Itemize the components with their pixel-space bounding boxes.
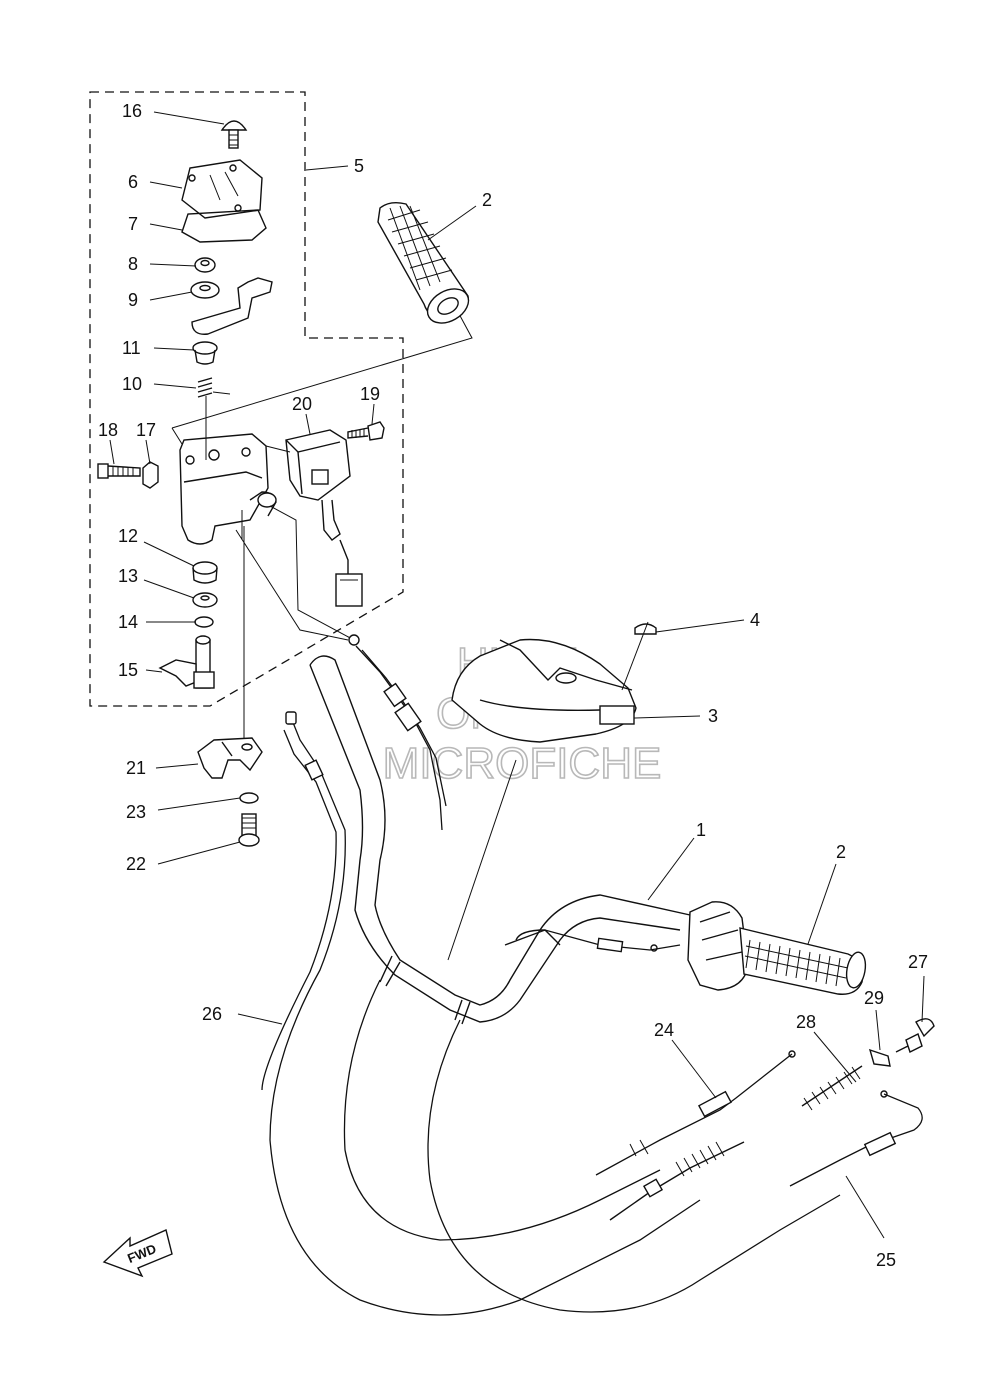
callout-21: 21	[126, 758, 146, 778]
part-21-holder	[197, 737, 263, 779]
part-28-spring	[801, 1065, 863, 1111]
callout-9: 9	[128, 290, 138, 310]
part-16-screw	[220, 120, 248, 149]
callout-8: 8	[128, 254, 138, 274]
part-8-nut	[194, 257, 216, 273]
lever-bracket	[191, 277, 273, 335]
choke-cable	[504, 929, 681, 953]
part-20-switch	[285, 429, 363, 607]
part-22-bolt	[238, 813, 260, 847]
callout-28: 28	[796, 1012, 816, 1032]
callout-19: 19	[360, 384, 380, 404]
callout-14: 14	[118, 612, 138, 632]
callout-3: 3	[708, 706, 718, 726]
callout-13: 13	[118, 566, 138, 586]
callout-27: 27	[908, 952, 928, 972]
part-24-cable	[595, 1050, 796, 1176]
part-27-adjuster	[895, 1018, 935, 1053]
part-3-pad	[451, 638, 637, 743]
callout-5: 5	[354, 156, 364, 176]
part-2-upper-grip	[377, 201, 470, 324]
callout-11: 11	[122, 338, 141, 358]
callout-2-lower: 2	[836, 842, 846, 862]
callout-2: 2	[482, 190, 492, 210]
part-10-spring	[197, 377, 213, 398]
part-11-bushing	[192, 341, 218, 365]
switch-housing	[179, 433, 277, 545]
part-26-cable	[261, 711, 841, 1316]
callout-16: 16	[122, 101, 142, 121]
callout-15: 15	[118, 660, 138, 680]
part-29-clip	[868, 1048, 891, 1067]
throttle-cable	[348, 634, 447, 831]
callout-labels: 16 5 6 2 7 8 9 11 10 19 20 18 17 12 13 1…	[98, 101, 928, 1270]
assembly-boundary	[89, 91, 404, 707]
callout-6: 6	[128, 172, 138, 192]
part-18-bolt	[97, 463, 141, 479]
callout-12: 12	[118, 526, 138, 546]
callout-25: 25	[876, 1250, 896, 1270]
part-17-nut	[142, 461, 159, 489]
part-25-cable	[609, 1090, 923, 1221]
part-19-screw	[347, 421, 385, 441]
callout-10: 10	[122, 374, 142, 394]
reference-lines	[171, 311, 517, 961]
callout-1: 1	[696, 820, 706, 840]
callout-18: 18	[98, 420, 118, 440]
part-2-lower-grip	[687, 901, 867, 995]
part-13-washer	[192, 592, 218, 608]
part-1-handlebar	[309, 655, 691, 1025]
callout-24: 24	[654, 1020, 674, 1040]
fwd-arrow-icon: FWD	[102, 1229, 173, 1278]
callout-29: 29	[864, 988, 884, 1008]
leader-lines	[109, 111, 925, 1239]
callout-20: 20	[292, 394, 312, 414]
part-12-grommet	[192, 561, 218, 584]
part-9-washer	[190, 281, 220, 299]
callout-22: 22	[126, 854, 146, 874]
watermark-line3: MICROFICHE	[383, 739, 662, 788]
callout-26: 26	[202, 1004, 222, 1024]
part-15-pivot	[158, 635, 215, 689]
callout-7: 7	[128, 214, 138, 234]
part-6-cover	[181, 159, 263, 219]
callout-23: 23	[126, 802, 146, 822]
callout-4: 4	[750, 610, 760, 630]
part-7-gasket	[181, 209, 267, 243]
part-23-washer	[239, 792, 259, 804]
callout-17: 17	[136, 420, 156, 440]
part-14-washer	[194, 616, 214, 628]
